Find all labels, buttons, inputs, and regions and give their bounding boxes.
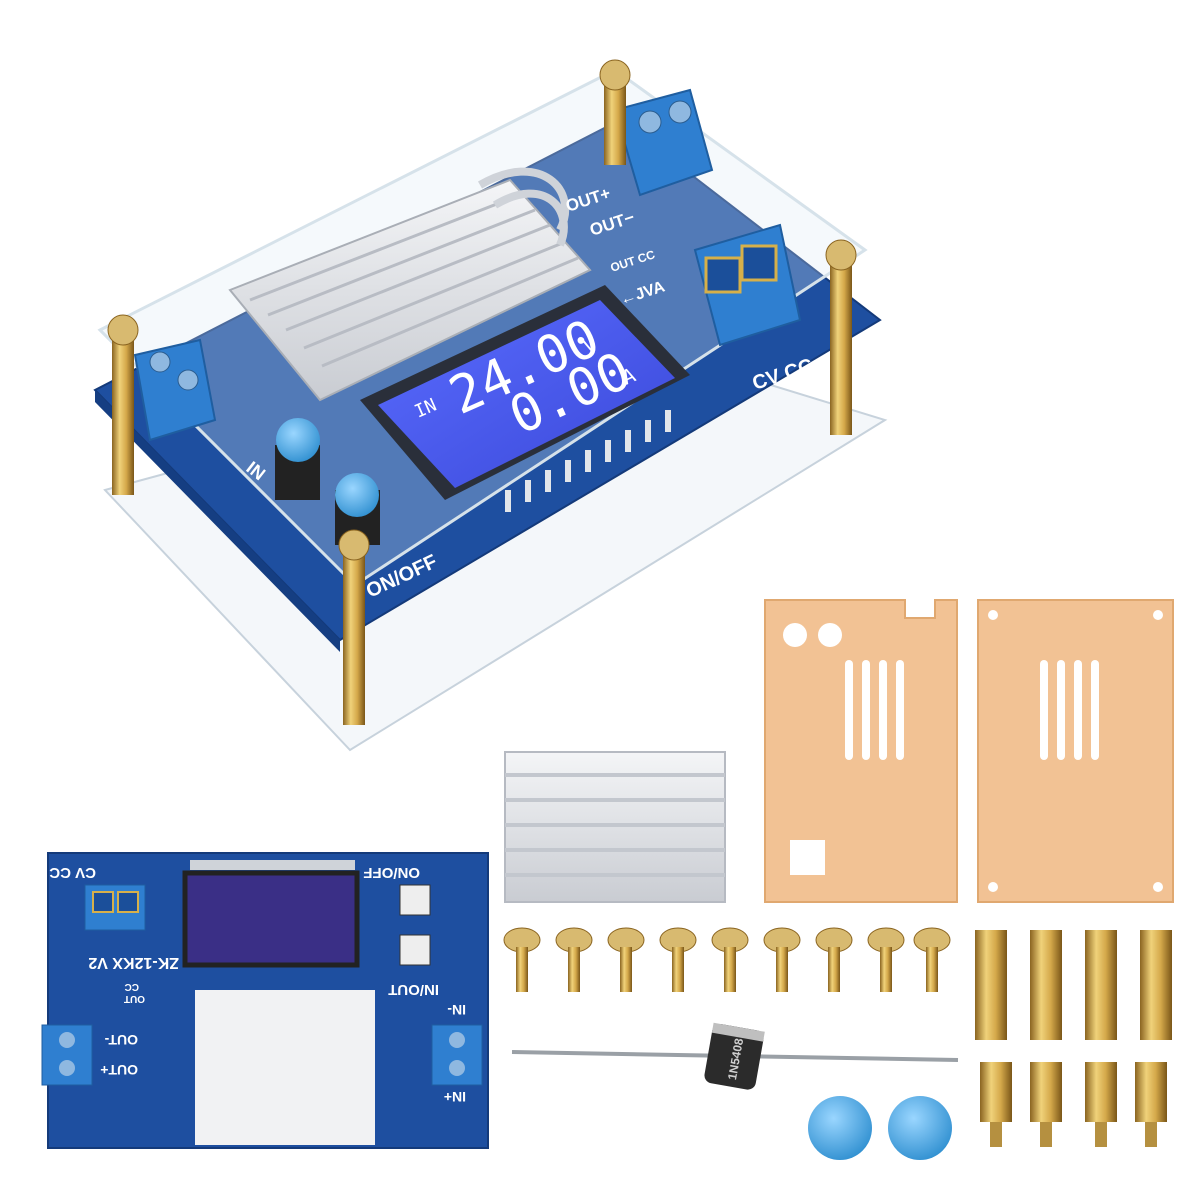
bare-label-model: ZK-12KX V2 [88,954,179,971]
bare-lcd [182,870,360,968]
bare-label-on-off: ON/OFF [363,864,420,881]
input-terminal [133,338,217,442]
bare-label-in-plus: IN+ [444,1089,466,1105]
bare-label-in-out: IN/OUT [388,981,439,998]
bare-inductor-area [195,990,375,1145]
assembled-module: IN 24.00 V 0.00 A [93,59,888,752]
bare-label-led-cc: CC [125,981,139,992]
button-cap-2 [888,1096,952,1160]
pcb-edge [95,390,340,652]
standoffs-long [975,930,1172,1040]
standoffs-short [980,1062,1167,1147]
button-caps [808,1096,952,1160]
heatsink-loose [504,751,726,903]
screws [503,927,951,992]
bare-label-out-minus: OUT- [104,1032,138,1048]
bare-label-in-minus: IN- [447,1002,466,1018]
standoffs-assembled [107,59,857,725]
button-cap-1 [808,1096,872,1160]
lcd-screen [378,300,675,488]
output-terminal [613,88,714,197]
bare-label-out-plus: OUT+ [100,1062,138,1078]
acrylic-top-plate-loose [764,599,958,903]
in-button[interactable] [275,418,320,500]
heatsink [228,167,592,402]
acrylic-bottom-plate-loose [977,599,1174,903]
bare-label-led-out: OUT [124,993,145,1004]
diode: 1N5408 [511,1022,959,1090]
bare-label-cv-cc: CV CC [49,864,96,881]
potentiometer-block [693,223,802,347]
bare-board: CV CC ON/OFF ZK-12KX V2 IN/OUT IN- IN+ O… [41,852,489,1149]
